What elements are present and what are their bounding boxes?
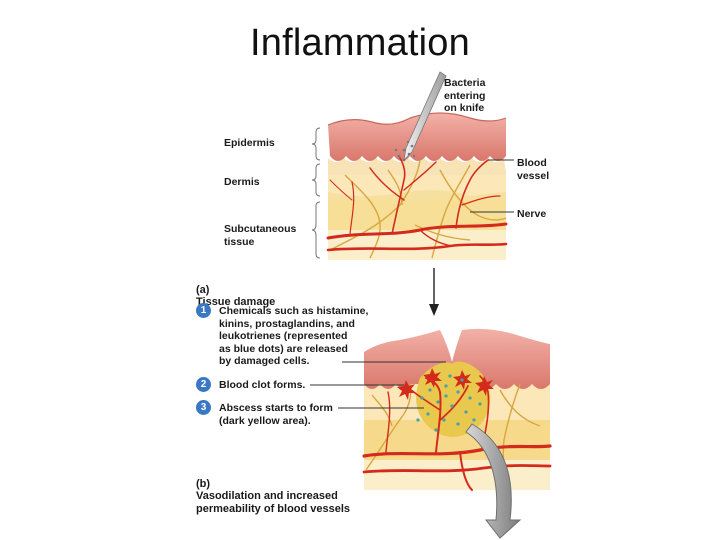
step-2-text: Blood clot forms. [219,379,306,391]
label-dermis: Dermis [224,176,260,188]
label-epidermis: Epidermis [224,137,275,149]
bacteria-dots [394,140,416,162]
blood-vessels-a [326,157,508,252]
panel-b-caption: (b) Vasodilation and increased permeabil… [196,465,350,515]
step-3-badge: 3 [196,400,211,415]
step-3-text: Abscess starts to form (dark yellow area… [219,402,333,427]
nerve-branches-a [329,159,507,259]
step-2-badge: 2 [196,377,211,392]
slide-title: Inflammation [250,22,470,64]
skin-section-b [362,328,552,491]
epidermis-layer-b [364,328,550,389]
step-1-badge: 1 [196,303,211,318]
panel-a-caption: (a) Tissue damage [196,271,275,309]
label-blood-vessel: Blood vessel [517,157,550,182]
leader-lines-b [310,361,446,409]
label-bacteria: Bacteria entering on knife [444,77,486,114]
panel-a-tag: (a) [196,283,210,296]
label-subcutaneous: Subcutaneous tissue [224,223,297,248]
layer-brackets [311,127,321,259]
curved-grey-arrow [465,423,522,539]
panel-b-tag: (b) [196,477,211,490]
label-nerve: Nerve [517,208,547,220]
step-1-text: Chemicals such as histamine, kinins, pro… [219,305,369,367]
knife [403,71,447,162]
skin-section-a [326,71,508,260]
leader-lines-a [470,159,514,213]
chemical-dots [416,374,482,432]
panel-b-title: Vasodilation and increased permeability … [196,490,351,515]
down-arrow [429,268,439,316]
